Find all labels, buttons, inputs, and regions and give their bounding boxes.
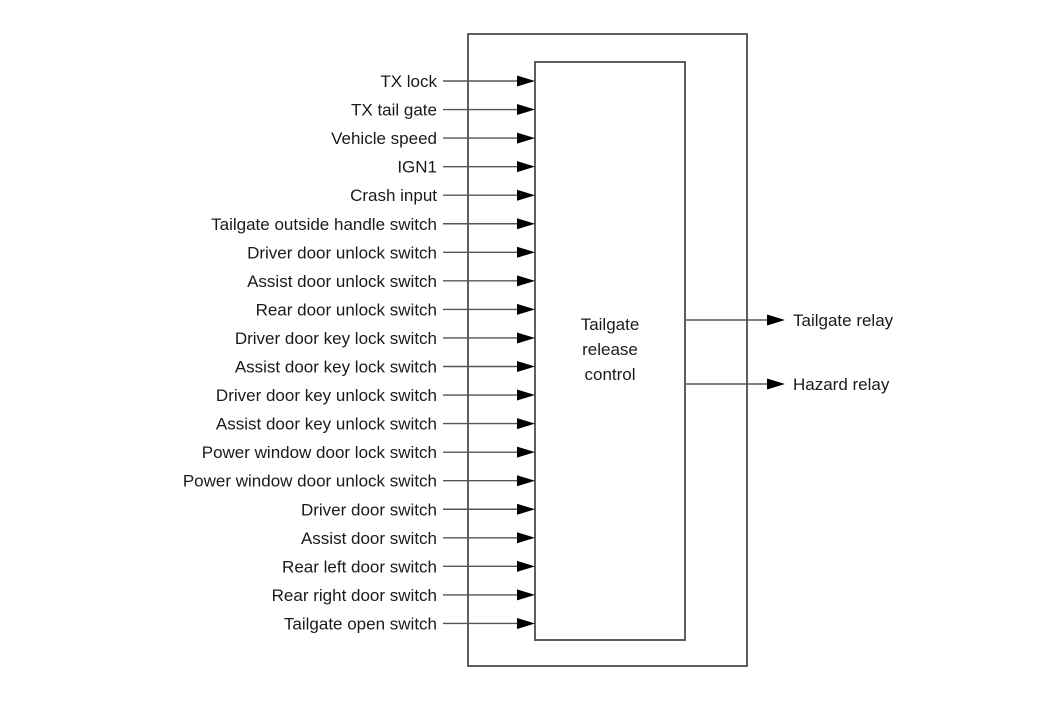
tailgate-release-control-box (534, 61, 686, 641)
output-label: Hazard relay (793, 375, 890, 394)
input-arrow-icon (517, 161, 535, 173)
input-arrow-icon (517, 132, 535, 144)
input-label: Power window door lock switch (202, 443, 437, 462)
input-arrow-icon (517, 389, 535, 401)
control-block-label-line-3: control (584, 365, 635, 384)
input-arrow-icon (517, 104, 535, 116)
output-arrow-icon (767, 314, 785, 326)
input-label: IGN1 (397, 158, 437, 177)
input-arrow-icon (517, 418, 535, 430)
output-arrow-icon (767, 378, 785, 390)
input-label: Driver door unlock switch (247, 243, 437, 262)
outer-module-box (467, 33, 748, 667)
input-arrow-icon (517, 75, 535, 87)
input-label: Power window door unlock switch (183, 472, 437, 491)
control-block-label-line-1: Tailgate (581, 315, 640, 334)
input-label: Rear door unlock switch (256, 300, 437, 319)
input-arrow-icon (517, 589, 535, 601)
output-label: Tailgate relay (793, 311, 894, 330)
input-arrow-icon (517, 361, 535, 372)
input-arrow-icon (517, 560, 535, 572)
input-arrow-icon (517, 246, 535, 258)
input-label: Crash input (350, 186, 437, 205)
input-label: Rear right door switch (272, 586, 437, 605)
input-label: TX tail gate (351, 101, 437, 120)
input-arrow-icon (517, 218, 535, 230)
input-arrow-icon (517, 275, 535, 287)
input-arrow-icon (517, 532, 535, 544)
input-arrow-icon (517, 503, 535, 515)
input-label: Tailgate open switch (284, 614, 437, 633)
input-arrow-icon (517, 475, 535, 487)
input-arrow-icon (517, 332, 535, 344)
input-label: Driver door switch (301, 500, 437, 519)
input-label: Driver door key lock switch (235, 329, 437, 348)
input-label: Assist door unlock switch (247, 272, 437, 291)
input-arrow-icon (517, 617, 535, 629)
input-arrow-icon (517, 446, 535, 458)
input-label: Vehicle speed (331, 129, 437, 148)
input-label: Assist door key lock switch (235, 358, 437, 377)
input-label: Rear left door switch (282, 557, 437, 576)
input-label: Driver door key unlock switch (216, 386, 437, 405)
control-block-label-line-2: release (582, 340, 638, 359)
input-label: Assist door key unlock switch (216, 415, 437, 434)
input-label: Assist door switch (301, 529, 437, 548)
input-label: TX lock (380, 72, 437, 91)
input-arrow-icon (517, 303, 535, 315)
input-label: Tailgate outside handle switch (211, 215, 437, 234)
input-arrow-icon (517, 189, 535, 201)
